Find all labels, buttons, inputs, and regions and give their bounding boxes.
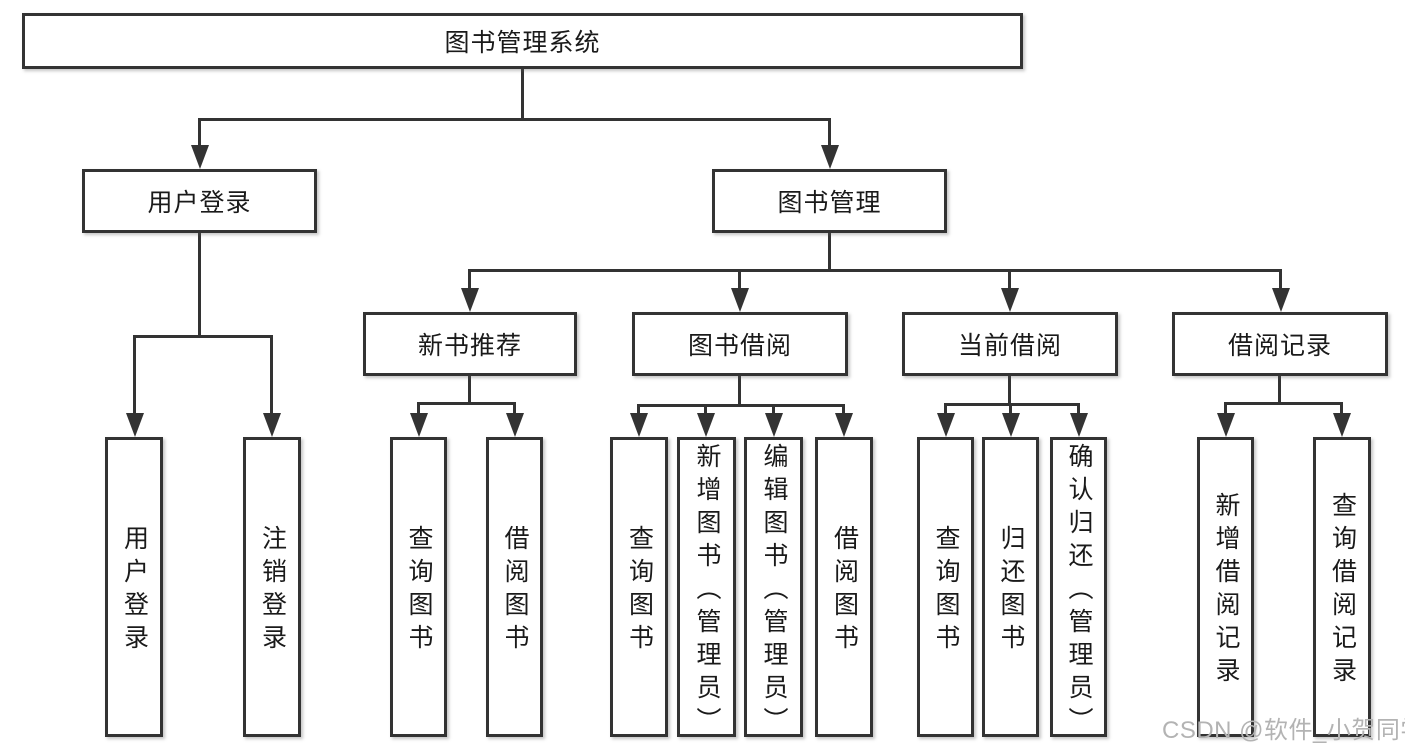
node-book-borrow: 图书借阅 — [632, 312, 848, 376]
arrow-to-book-management — [820, 118, 839, 169]
node-borrow-records: 借阅记录 — [1172, 312, 1388, 376]
leaf-user-login-label: 用户登录 — [120, 525, 149, 657]
arrow-to-borrow-records — [1271, 269, 1290, 312]
arrow-to-leaf-user-login — [125, 335, 144, 437]
connector-user-login-rail — [133, 335, 273, 338]
leaf-add-record-label: 新增借阅记录 — [1212, 492, 1240, 690]
arrow-to-return-book — [1001, 403, 1020, 437]
arrow-to-confirm-return — [1069, 403, 1088, 437]
leaf-borrow-book-2: 借阅图书 — [815, 437, 873, 737]
node-book-management-label: 图书管理 — [777, 189, 882, 217]
arrow-to-query-book-1 — [409, 402, 428, 437]
node-root: 图书管理系统 — [22, 13, 1023, 69]
leaf-logout: 注销登录 — [243, 437, 301, 737]
leaf-edit-book-label: 编辑图书（管理员） — [760, 442, 788, 740]
arrow-to-book-borrow — [730, 269, 749, 312]
leaf-query-book-1-label: 查询图书 — [405, 525, 433, 657]
connector-level3-rail — [468, 269, 1282, 272]
leaf-return-book: 归还图书 — [982, 437, 1039, 737]
connector-current-borrow-stem — [1008, 376, 1011, 406]
leaf-confirm-return: 确认归还（管理员） — [1050, 437, 1107, 740]
leaf-confirm-return-label: 确认归还（管理员） — [1065, 442, 1093, 740]
arrow-to-query-book-2 — [629, 404, 648, 437]
connector-level2-rail — [198, 118, 831, 121]
node-user-login: 用户登录 — [82, 169, 317, 233]
leaf-query-record-label: 查询借阅记录 — [1328, 492, 1357, 690]
connector-current-borrow-rail — [944, 403, 1080, 406]
leaf-query-book-3: 查询图书 — [917, 437, 974, 737]
node-user-login-label: 用户登录 — [147, 189, 252, 217]
leaf-add-book: 新增图书（管理员） — [677, 437, 736, 740]
connector-book-borrow-stem — [738, 376, 741, 407]
leaf-borrow-book-1: 借阅图书 — [486, 437, 543, 737]
arrow-to-query-book-3 — [936, 403, 955, 437]
node-borrow-records-label: 借阅记录 — [1227, 332, 1332, 360]
node-book-management: 图书管理 — [712, 169, 947, 233]
connector-user-login-stem — [198, 233, 201, 338]
leaf-query-book-2-label: 查询图书 — [625, 525, 654, 657]
node-current-borrow-label: 当前借阅 — [957, 332, 1062, 360]
leaf-return-book-label: 归还图书 — [997, 525, 1025, 657]
arrow-to-current-borrow — [1000, 269, 1019, 312]
arrow-to-user-login — [190, 118, 209, 169]
leaf-query-record: 查询借阅记录 — [1313, 437, 1371, 737]
connector-borrow-records-rail — [1224, 402, 1343, 405]
node-book-borrow-label: 图书借阅 — [687, 332, 792, 360]
arrow-to-borrow-book-2 — [834, 404, 853, 437]
leaf-logout-label: 注销登录 — [258, 525, 287, 657]
leaf-user-login: 用户登录 — [105, 437, 163, 737]
leaf-query-book-2: 查询图书 — [610, 437, 668, 737]
connector-borrow-records-stem — [1278, 376, 1281, 405]
leaf-query-book-1: 查询图书 — [390, 437, 447, 737]
arrow-to-leaf-logout — [262, 335, 281, 437]
leaf-borrow-book-2-label: 借阅图书 — [830, 525, 859, 657]
csdn-watermark: CSDN @软件_小贺同学 — [1162, 717, 1405, 744]
leaf-query-book-3-label: 查询图书 — [932, 525, 960, 657]
leaf-add-record: 新增借阅记录 — [1197, 437, 1254, 737]
arrow-to-add-record — [1216, 402, 1235, 437]
connector-new-book-rec-stem — [468, 376, 471, 405]
node-current-borrow: 当前借阅 — [902, 312, 1118, 376]
node-new-book-rec: 新书推荐 — [363, 312, 577, 376]
leaf-borrow-book-1-label: 借阅图书 — [501, 525, 529, 657]
leaf-add-book-label: 新增图书（管理员） — [693, 442, 721, 740]
connector-root-stem — [521, 69, 524, 121]
arrow-to-new-book-rec — [460, 269, 479, 312]
arrow-to-query-record — [1332, 402, 1351, 437]
arrow-to-edit-book — [764, 404, 783, 437]
leaf-edit-book: 编辑图书（管理员） — [744, 437, 803, 740]
connector-book-management-stem — [828, 233, 831, 272]
connector-new-book-rec-rail — [417, 402, 516, 405]
connector-book-borrow-rail — [637, 404, 845, 407]
arrow-to-borrow-book-1 — [505, 402, 524, 437]
node-new-book-rec-label: 新书推荐 — [417, 332, 522, 360]
arrow-to-add-book — [696, 404, 715, 437]
node-root-label: 图书管理系统 — [444, 29, 601, 57]
